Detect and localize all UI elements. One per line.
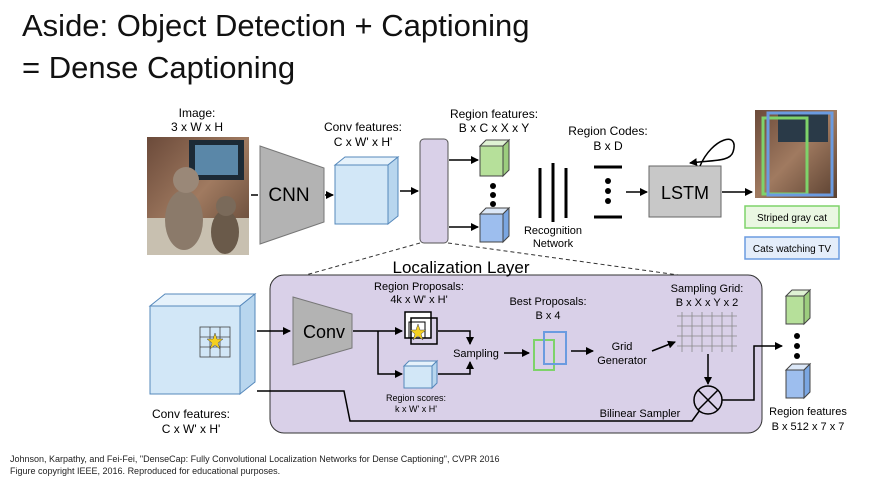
localization-layer-title: Localization Layer: [392, 258, 529, 277]
recognition-label-2: Network: [533, 238, 574, 250]
conv-features-cube: [333, 155, 400, 226]
bilinear-sampler-label: Bilinear Sampler: [600, 408, 681, 420]
sampling-label: Sampling: [453, 348, 499, 360]
output-blue-cube: [784, 362, 812, 400]
bottom-conv-features-label: Conv features:: [152, 407, 230, 421]
conv-features-label: Conv features:: [324, 120, 402, 134]
region-features-label: Region features:: [450, 107, 538, 121]
cnn-trapezoid: [259, 145, 325, 245]
zoom-dashed-line: [447, 242, 701, 279]
output-image: [755, 110, 837, 198]
best-proposals-label: Best Proposals:: [509, 296, 586, 308]
ellipsis-dot: [490, 192, 496, 198]
ellipsis-dot: [794, 333, 800, 339]
image-dims: 3 x W x H: [171, 120, 223, 134]
recognition-label-1: Recognition: [524, 225, 582, 237]
input-image: [147, 137, 249, 255]
region-proposals-label: Region Proposals:: [374, 281, 464, 293]
conv-features-cube-large: [148, 292, 257, 396]
region-proposals-anchors: [404, 311, 438, 345]
citation-line-2: Figure copyright IEEE, 2016. Reproduced …: [10, 466, 281, 476]
ellipsis-dot: [490, 201, 496, 207]
ellipsis-dot: [605, 188, 611, 194]
caption-cats-watching-tv: Cats watching TV: [753, 244, 832, 255]
citation-line-1: Johnson, Karpathy, and Fei-Fei, "DenseCa…: [10, 454, 500, 464]
caption-striped-gray-cat: Striped gray cat: [757, 213, 827, 224]
region-scores-cube: [402, 359, 439, 390]
localization-column: [419, 138, 449, 244]
arrow-scores-to-sampling: [438, 361, 474, 375]
conv-trapezoid: [292, 296, 353, 366]
region-scores-dims: k x W' x H': [395, 404, 437, 414]
sampling-grid-label: Sampling Grid:: [671, 283, 744, 295]
slide-title-line-2: = Dense Captioning: [22, 50, 296, 85]
region-codes-label: Region Codes:: [568, 124, 647, 138]
image-label: Image:: [179, 106, 216, 120]
lstm-recurrent-arrow: [689, 138, 735, 167]
grid-generator-label-2: Generator: [597, 355, 647, 367]
lstm-label: LSTM: [661, 183, 709, 203]
region-codes-dims: B x D: [593, 139, 623, 153]
region-scores-label: Region scores:: [386, 393, 446, 403]
conv-features-dims: C x W' x H': [334, 135, 393, 149]
ellipsis-dot: [605, 198, 611, 204]
bottom-conv-features-dims: C x W' x H': [162, 422, 221, 436]
output-green-cube: [784, 288, 812, 326]
arrow-conv-to-scores: [377, 331, 403, 378]
region-feature-blue-cube: [478, 206, 511, 244]
lstm-box: [648, 165, 722, 218]
slide-title-line-1: Aside: Object Detection + Captioning: [22, 8, 530, 43]
caption-box-green: [744, 205, 840, 229]
best-proposal-blue-box: [543, 331, 567, 365]
arrow-cube-to-bilinear: [257, 390, 701, 422]
caption-box-blue: [744, 236, 840, 260]
bilinear-x: [697, 389, 719, 411]
region-features-dims: B x C x X x Y: [459, 121, 529, 135]
arrow-bilinear-to-output: [722, 342, 783, 401]
grid-generator-label-1: Grid: [612, 341, 633, 353]
arrow-proposals-to-sampling: [438, 330, 474, 345]
localization-layer-panel: [269, 274, 763, 434]
ellipsis-dot: [794, 343, 800, 349]
ellipsis-dot: [490, 183, 496, 189]
bottom-region-features-dims: B x 512 x 7 x 7: [772, 421, 845, 433]
arrow-grid-to-sampling-grid: [651, 340, 676, 352]
bottom-region-features-label: Region features: [769, 406, 847, 418]
ellipsis-dot: [605, 178, 611, 184]
best-proposals-dims: B x 4: [535, 310, 560, 322]
cnn-label: CNN: [268, 185, 309, 206]
region-feature-green-cube: [478, 138, 511, 178]
sampling-grid-dims: B x X x Y x 2: [676, 297, 739, 309]
ellipsis-dot: [794, 353, 800, 359]
conv-label: Conv: [303, 322, 345, 342]
region-proposals-dims: 4k x W' x H': [390, 294, 447, 306]
sampling-grid-points: [677, 312, 737, 352]
